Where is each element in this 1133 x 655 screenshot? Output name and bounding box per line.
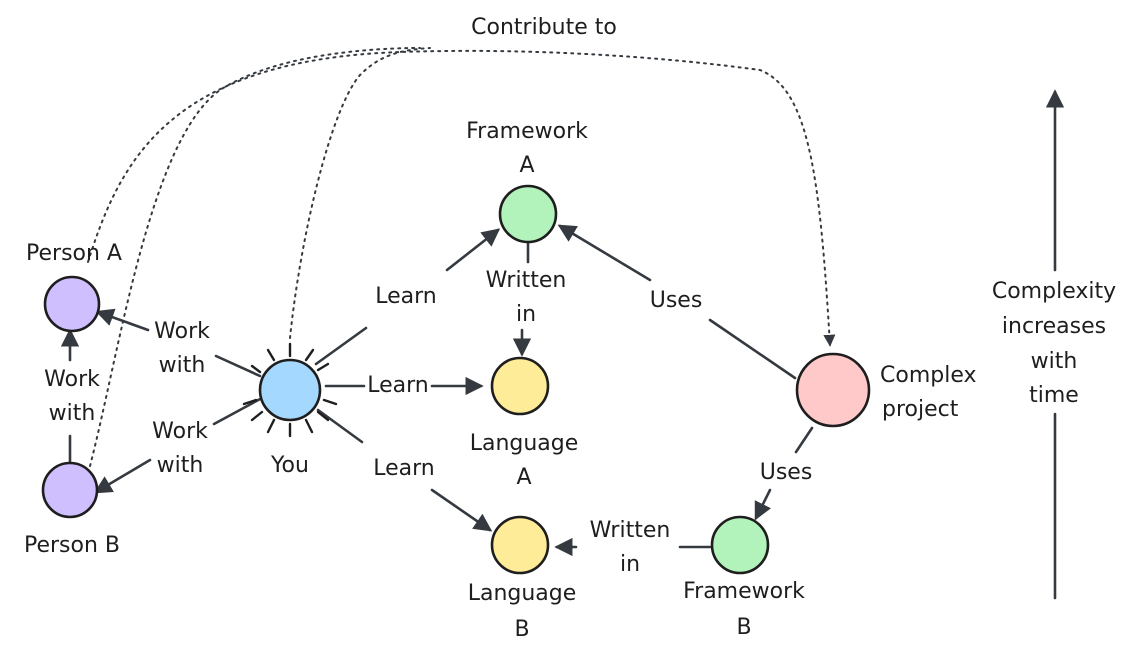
edge-project-framework-a: [560, 226, 797, 380]
uses-framework-b-label: Uses: [760, 460, 813, 485]
you-highlight-rays: [242, 342, 338, 438]
contribute-line-you: [289, 47, 431, 339]
written-in-b-label-line1: Written: [590, 518, 671, 543]
contribute-to-lines: [87, 47, 836, 467]
person-b-label: Person B: [24, 533, 120, 558]
you-label: You: [270, 453, 309, 478]
node-person-b[interactable]: [41, 461, 99, 519]
node-framework-a[interactable]: [498, 184, 558, 244]
node-language-b[interactable]: [490, 515, 550, 575]
person-a-label: Person A: [26, 241, 122, 266]
written-in-b-label-line2: in: [620, 552, 640, 577]
time-axis-label-line3: with: [1031, 349, 1078, 374]
time-axis-label-line1: Complexity: [992, 279, 1116, 304]
complex-project-label-line2: project: [882, 397, 959, 422]
uses-framework-a-label: Uses: [650, 288, 703, 313]
node-framework-b[interactable]: [710, 515, 770, 575]
learn-language-b-label: Learn: [373, 456, 435, 481]
time-axis-label-line2: increases: [1002, 314, 1106, 339]
written-in-a-label-line2: in: [516, 302, 536, 327]
work-with-ab-label-line1: Work: [44, 367, 100, 392]
node-complex-project[interactable]: [795, 352, 871, 428]
learn-framework-a-label: Learn: [375, 284, 437, 309]
language-b-label-line2: B: [514, 617, 529, 642]
complex-project-label-line1: Complex: [880, 363, 977, 388]
work-with-person-a-label-line2: with: [159, 353, 206, 378]
work-with-ab-label-line2: with: [49, 401, 96, 426]
edge-you-language-b: [316, 408, 490, 530]
work-with-person-b-label-line2: with: [157, 453, 204, 478]
language-a-label-line2: A: [516, 465, 531, 490]
framework-a-label-line2: A: [519, 153, 534, 178]
contribute-line-person-a: [87, 49, 836, 347]
language-b-label-line1: Language: [468, 581, 577, 606]
framework-b-label-line2: B: [736, 615, 751, 640]
edge-you-person-b: [96, 396, 264, 492]
language-a-label-line1: Language: [470, 431, 579, 456]
work-with-person-a-label-line1: Work: [154, 319, 210, 344]
edge-project-framework-b: [756, 426, 814, 518]
node-language-a[interactable]: [490, 356, 550, 416]
edge-framework-a-language-a: [522, 241, 528, 354]
written-in-a-label-line1: Written: [486, 268, 567, 293]
time-axis-label-line4: time: [1029, 383, 1079, 408]
labels: Contribute to Framework A Language A Lan…: [24, 15, 1116, 642]
contribute-line-person-b: [89, 47, 421, 467]
work-with-person-b-label-line1: Work: [152, 419, 208, 444]
framework-b-label-line1: Framework: [683, 579, 805, 604]
edge-you-framework-a: [314, 230, 498, 366]
edge-you-person-a: [98, 312, 262, 378]
node-person-a[interactable]: [43, 275, 101, 333]
nodes: [41, 184, 871, 575]
node-you[interactable]: [258, 358, 322, 422]
contribute-to-label: Contribute to: [471, 15, 617, 40]
learn-language-a-label: Learn: [367, 373, 429, 398]
edges: [70, 89, 1065, 600]
framework-a-label-line1: Framework: [466, 119, 588, 144]
